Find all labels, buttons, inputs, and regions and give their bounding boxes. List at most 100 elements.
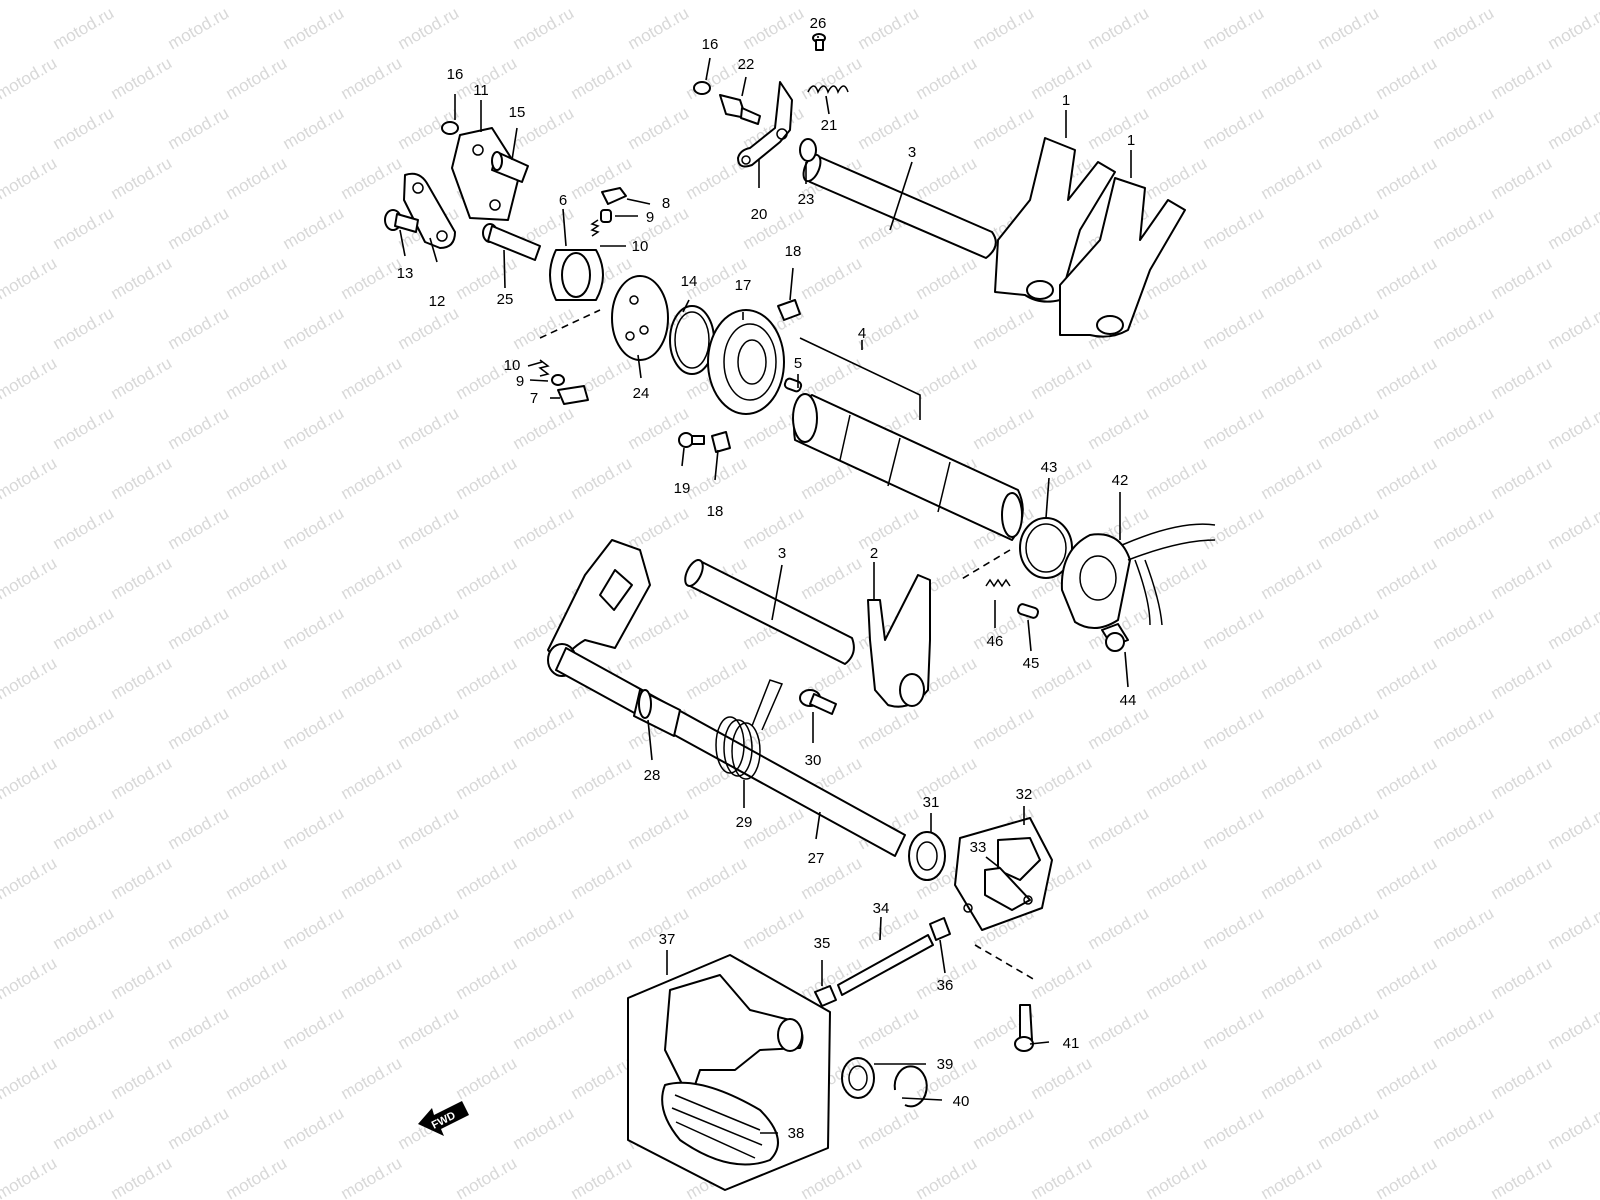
watermark-text: motod.ru xyxy=(280,403,348,453)
callout-39: 39 xyxy=(937,1056,954,1073)
watermark-text: motod.ru xyxy=(1028,353,1096,403)
watermark-text: motod.ru xyxy=(453,1053,521,1103)
callout-11: 11 xyxy=(473,82,489,99)
callout-8: 8 xyxy=(662,195,670,212)
watermark-text: motod.ru xyxy=(1258,753,1326,803)
watermark-text: motod.ru xyxy=(0,1053,60,1103)
watermark-text: motod.ru xyxy=(223,0,291,3)
watermark-text: motod.ru xyxy=(223,853,291,903)
callout-10: 10 xyxy=(504,357,521,374)
watermark-text: motod.ru xyxy=(1315,803,1383,853)
watermark-text: motod.ru xyxy=(913,1153,981,1200)
watermark-text: motod.ru xyxy=(165,403,233,453)
watermark-text: motod.ru xyxy=(0,1003,2,1053)
callout-46: 46 xyxy=(987,633,1004,650)
watermark-text: motod.ru xyxy=(223,1153,291,1200)
cam-stopper-bolt xyxy=(384,209,419,233)
watermark-text: motod.ru xyxy=(50,703,118,753)
watermark-text: motod.ru xyxy=(1545,603,1600,653)
watermark-text: motod.ru xyxy=(1143,953,1211,1003)
watermark-text: motod.ru xyxy=(165,1003,233,1053)
watermark-text: motod.ru xyxy=(165,303,233,353)
watermark-text: motod.ru xyxy=(395,703,463,753)
watermark-text: motod.ru xyxy=(108,553,176,603)
watermark-text: motod.ru xyxy=(1258,1053,1326,1103)
nut-35 xyxy=(814,985,837,1007)
watermark-text: motod.ru xyxy=(1430,303,1498,353)
cam-stopper-plate xyxy=(451,127,521,221)
washer-16b xyxy=(693,81,711,95)
watermark-text: motod.ru xyxy=(1143,153,1211,203)
watermark-text: motod.ru xyxy=(683,0,751,3)
callout-28: 28 xyxy=(644,767,661,784)
gearshift-shaft-assembly xyxy=(547,539,906,857)
watermark-text: motod.ru xyxy=(855,703,923,753)
bearing xyxy=(707,309,785,415)
watermark-text: motod.ru xyxy=(970,703,1038,753)
watermark-text: motod.ru xyxy=(1373,53,1441,103)
watermark-text: motod.ru xyxy=(1200,803,1268,853)
watermark-text: motod.ru xyxy=(1315,903,1383,953)
spring-46 xyxy=(985,578,1011,588)
watermark-text: motod.ru xyxy=(1258,253,1326,303)
watermark-text: motod.ru xyxy=(625,503,693,553)
watermark-text: motod.ru xyxy=(970,403,1038,453)
watermark-text: motod.ru xyxy=(740,903,808,953)
callout-26: 26 xyxy=(810,15,827,32)
return-spring-29 xyxy=(715,679,784,780)
watermark-text: motod.ru xyxy=(1373,653,1441,703)
watermark-text: motod.ru xyxy=(108,853,176,903)
watermark-text: motod.ru xyxy=(1085,1003,1153,1053)
watermark-text: motod.ru xyxy=(165,703,233,753)
stopper-18a xyxy=(777,299,801,321)
watermark-text: motod.ru xyxy=(280,503,348,553)
watermark-text: motod.ru xyxy=(970,3,1038,53)
watermark-text: motod.ru xyxy=(1488,553,1556,603)
watermark-text: motod.ru xyxy=(0,403,2,453)
watermark-text: motod.ru xyxy=(1143,853,1211,903)
watermark-text: motod.ru xyxy=(798,0,866,3)
watermark-text: motod.ru xyxy=(395,603,463,653)
reference-line-b xyxy=(959,549,1011,581)
watermark-text: motod.ru xyxy=(568,0,636,3)
watermark-text: motod.ru xyxy=(1315,1103,1383,1153)
watermark-text: motod.ru xyxy=(1258,453,1326,503)
watermark-text: motod.ru xyxy=(338,0,406,3)
watermark-text: motod.ru xyxy=(1430,203,1498,253)
watermark-text: motod.ru xyxy=(1200,103,1268,153)
watermark-text: motod.ru xyxy=(280,1003,348,1053)
watermark-text: motod.ru xyxy=(510,503,578,553)
watermark-text: motod.ru xyxy=(1143,353,1211,403)
watermark-text: motod.ru xyxy=(0,603,2,653)
watermark-text: motod.ru xyxy=(0,553,60,603)
watermark-text: motod.ru xyxy=(395,3,463,53)
watermark-text: motod.ru xyxy=(1200,503,1268,553)
watermark-text: motod.ru xyxy=(0,253,60,303)
gearshift-lever-assembly-37 xyxy=(627,954,831,1191)
nut-36 xyxy=(929,917,951,941)
callout-41: 41 xyxy=(1063,1035,1080,1052)
watermark-text: motod.ru xyxy=(50,203,118,253)
watermark-text: motod.ru xyxy=(1430,703,1498,753)
watermark-text: motod.ru xyxy=(1200,903,1268,953)
watermark-text: motod.ru xyxy=(1545,1003,1600,1053)
callout-14: 14 xyxy=(681,273,698,290)
callout-21: 21 xyxy=(821,117,838,134)
callout-29: 29 xyxy=(736,814,753,831)
watermark-text: motod.ru xyxy=(1430,503,1498,553)
watermark-text: motod.ru xyxy=(1545,703,1600,753)
watermark-text: motod.ru xyxy=(1258,953,1326,1003)
watermark-text: motod.ru xyxy=(0,853,60,903)
bolt-44 xyxy=(1101,623,1129,652)
watermark-text: motod.ru xyxy=(338,1053,406,1103)
callout-1: 1 xyxy=(1062,92,1070,109)
watermark-text: motod.ru xyxy=(913,353,981,403)
callout-18: 18 xyxy=(785,243,802,260)
watermark-text: motod.ru xyxy=(338,53,406,103)
watermark-text: motod.ru xyxy=(1258,853,1326,903)
watermark-text: motod.ru xyxy=(1488,153,1556,203)
watermark-text: motod.ru xyxy=(1028,753,1096,803)
watermark-text: motod.ru xyxy=(1430,803,1498,853)
watermark-text: motod.ru xyxy=(1085,103,1153,153)
